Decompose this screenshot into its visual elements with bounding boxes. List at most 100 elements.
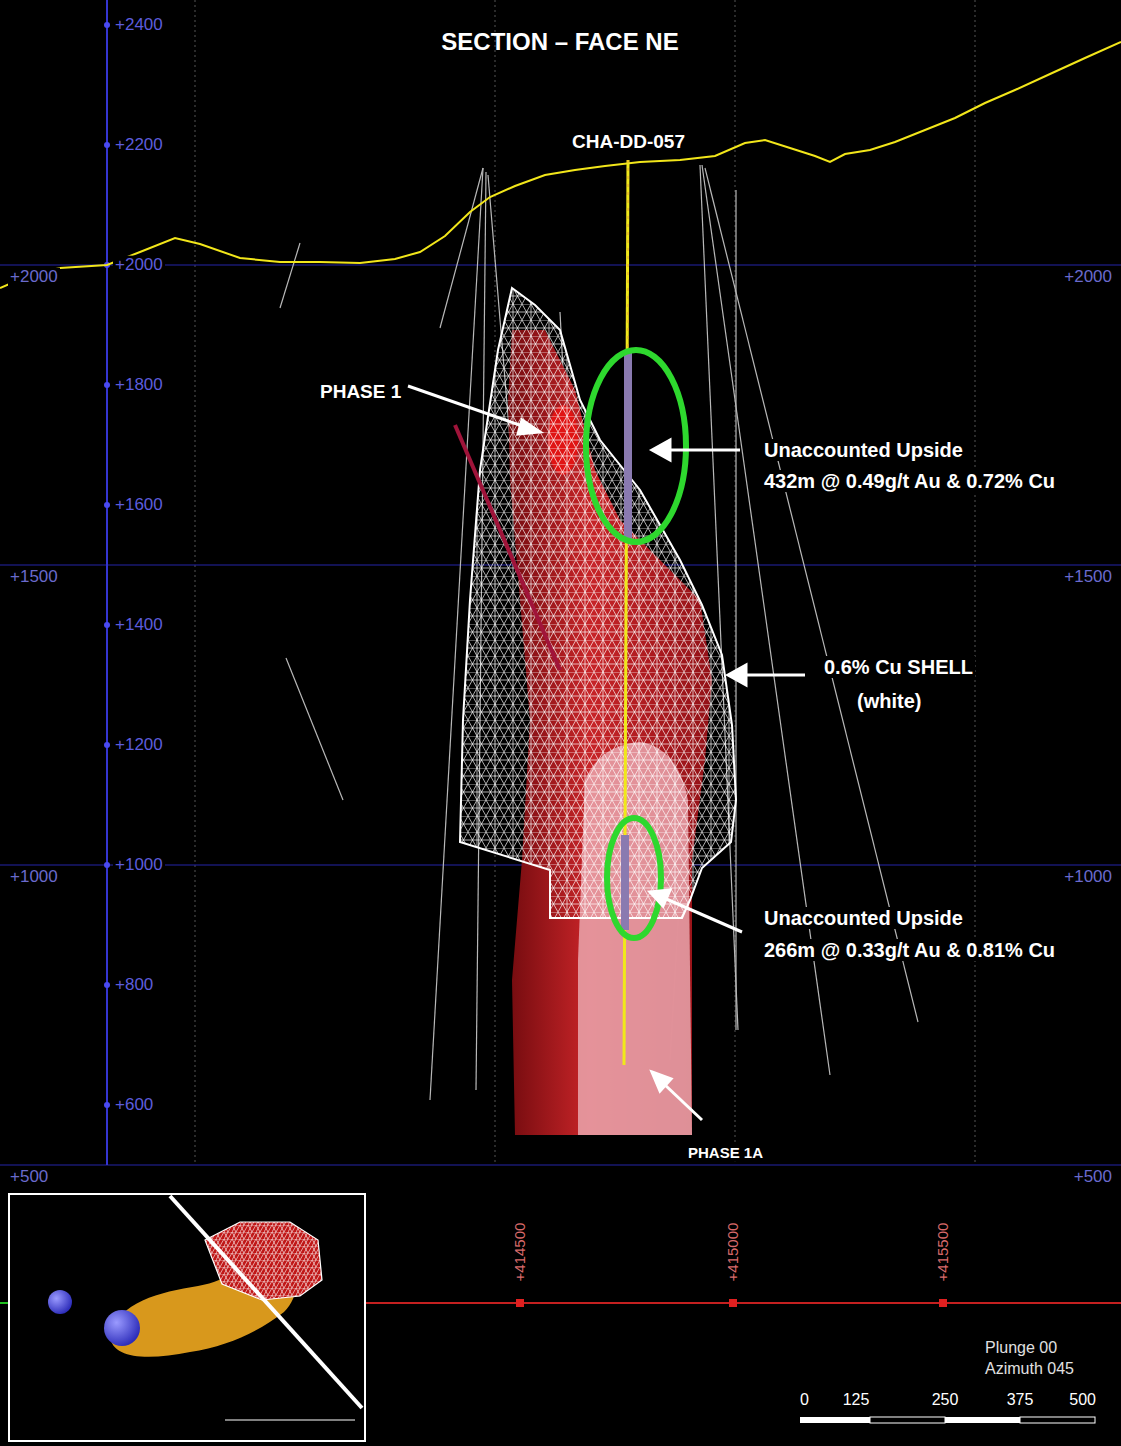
drill-hole xyxy=(586,160,686,1065)
elevation-label: +1600 xyxy=(113,496,165,515)
cu-shell xyxy=(460,288,736,918)
elevation-label: +1000 xyxy=(1062,868,1114,887)
inset-map-part xyxy=(225,1420,355,1421)
elevation-label: +600 xyxy=(113,1096,155,1115)
elevation-label: +800 xyxy=(113,976,155,995)
elevation-label: +2200 xyxy=(113,136,165,155)
scale-bar-part xyxy=(945,1417,1020,1423)
elevation-axis-part xyxy=(104,862,110,868)
easting-axis-part xyxy=(939,1299,947,1307)
scale-bar-part xyxy=(1020,1417,1095,1423)
grid-lines-part xyxy=(735,0,736,1165)
inset-map-part xyxy=(205,1222,322,1300)
inset-map-part xyxy=(48,1290,72,1314)
callout-label: 266m @ 0.33g/t Au & 0.81% Cu xyxy=(762,939,1057,961)
grid-lines-part xyxy=(195,0,196,1165)
easting-axis-part xyxy=(516,1299,524,1307)
scale-label: 500 xyxy=(1069,1391,1096,1409)
elevation-axis-part xyxy=(104,622,110,628)
elevation-label: +1500 xyxy=(8,568,60,587)
elevation-label: +500 xyxy=(8,1168,50,1187)
elevation-label: +1800 xyxy=(113,376,165,395)
easting-axis-part xyxy=(729,1299,737,1307)
elevation-label: +500 xyxy=(1072,1168,1114,1187)
callout-arrows-part xyxy=(650,890,670,906)
drill-hole-part xyxy=(628,160,629,350)
inset-map-part xyxy=(104,1310,140,1346)
callout-arrows-part xyxy=(664,1084,702,1120)
easting-label: +415000 xyxy=(725,1223,742,1282)
elevation-axis-part xyxy=(104,982,110,988)
orebody xyxy=(455,288,736,1135)
callout-label: 432m @ 0.49g/t Au & 0.72% Cu xyxy=(762,470,1057,492)
drill-hole-part xyxy=(621,835,629,930)
callout-label: 0.6% Cu SHELL xyxy=(822,656,975,678)
drill-hole-part xyxy=(586,350,686,542)
section-title: SECTION – FACE NE xyxy=(441,29,678,55)
inset-map-part xyxy=(170,1196,362,1408)
elevation-label: +1400 xyxy=(113,616,165,635)
callout-arrows-part xyxy=(652,1072,671,1091)
elevation-axis-part xyxy=(104,1102,110,1108)
elevation-label: +1200 xyxy=(113,736,165,755)
view-label: Plunge 00 xyxy=(985,1339,1057,1357)
callout-arrows-part xyxy=(664,898,742,932)
callout-label: (white) xyxy=(855,690,923,712)
grid-lines-part xyxy=(0,264,1121,265)
callout-label: Unaccounted Upside xyxy=(762,907,965,929)
callout-arrows-part xyxy=(518,420,540,434)
grid-lines-part xyxy=(975,0,976,1165)
drill-traces-part xyxy=(705,168,918,1022)
drill-hole-part xyxy=(624,160,628,1065)
scale-bar-part xyxy=(870,1417,945,1423)
callout-label: PHASE 1 xyxy=(318,382,403,403)
callout-arrows xyxy=(408,386,805,1120)
inset-map-part xyxy=(9,1194,365,1441)
elevation-label: +1500 xyxy=(1062,568,1114,587)
scale-label: 375 xyxy=(1007,1391,1034,1409)
elevation-axis-part xyxy=(104,22,110,28)
scale-label: 250 xyxy=(932,1391,959,1409)
callout-arrows-part xyxy=(668,449,740,452)
elevation-axis-part xyxy=(104,382,110,388)
grid-lines-part xyxy=(0,1164,1121,1165)
drill-hole-name: CHA-DD-057 xyxy=(570,132,687,153)
easting-label: +415500 xyxy=(935,1223,952,1282)
elevation-label: +2000 xyxy=(113,256,165,275)
elevation-axis-part xyxy=(104,142,110,148)
elevation-label: +1000 xyxy=(113,856,165,875)
elevation-label: +1000 xyxy=(8,868,60,887)
drill-hole-part xyxy=(607,818,661,938)
elevation-axis-part xyxy=(106,0,108,1165)
elevation-label: +2400 xyxy=(113,16,165,35)
inset-map xyxy=(9,1194,365,1441)
easting-label: +414500 xyxy=(512,1223,529,1282)
scale-bar-part xyxy=(800,1417,870,1423)
callout-label: PHASE 1A xyxy=(686,1145,765,1162)
drill-traces-part xyxy=(280,243,300,308)
drill-traces-part xyxy=(735,190,736,1030)
scale-label: 0 xyxy=(800,1391,809,1409)
view-label: Azimuth 045 xyxy=(985,1360,1074,1378)
drill-traces-part xyxy=(286,658,343,800)
callout-arrows-part xyxy=(728,665,746,685)
elevation-axis-part xyxy=(104,742,110,748)
section-trace xyxy=(455,425,560,670)
inset-map-part xyxy=(205,1222,322,1300)
elevation-axis-part xyxy=(104,502,110,508)
scale-bar xyxy=(800,1417,1095,1423)
elevation-axis xyxy=(104,0,110,1165)
scale-label: 125 xyxy=(843,1391,870,1409)
elevation-label: +2000 xyxy=(8,268,60,287)
elevation-label: +2000 xyxy=(1062,268,1114,287)
callout-arrows-part xyxy=(652,440,670,460)
callout-label: Unaccounted Upside xyxy=(762,439,965,461)
callout-arrows-part xyxy=(408,386,528,428)
drill-traces-part xyxy=(700,165,738,1030)
topography-line xyxy=(0,42,1121,288)
drill-traces-part xyxy=(440,168,483,328)
drill-hole-part xyxy=(624,350,632,540)
callout-arrows-part xyxy=(745,674,805,677)
